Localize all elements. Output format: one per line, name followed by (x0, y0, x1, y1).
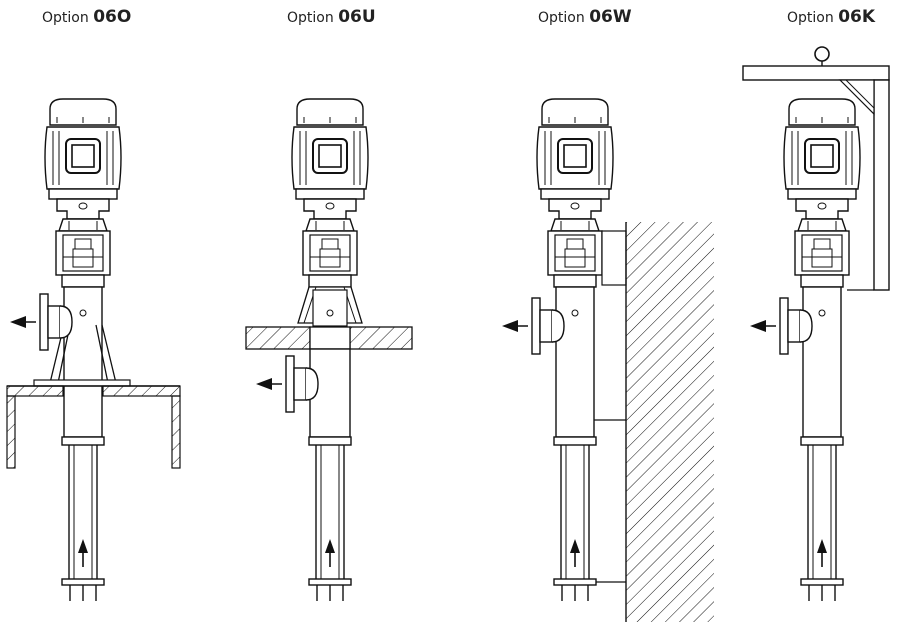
option-prefix: Option (787, 10, 839, 26)
pump-06u (245, 98, 413, 602)
pump-06o (6, 98, 181, 602)
pump-06w (501, 98, 714, 622)
option-06k-label: Option 06K (787, 7, 875, 27)
option-code: 06O (93, 7, 132, 27)
pump-06k (742, 46, 890, 602)
option-prefix: Option (538, 10, 590, 26)
option-06o-label: Option 06O (42, 7, 131, 27)
option-06u-label: Option 06U (287, 7, 376, 27)
option-code: 06W (589, 7, 632, 27)
option-code: 06K (838, 7, 876, 27)
option-06w-label: Option 06W (538, 7, 632, 27)
option-prefix: Option (42, 10, 94, 26)
option-prefix: Option (287, 10, 339, 26)
option-code: 06U (338, 7, 376, 27)
